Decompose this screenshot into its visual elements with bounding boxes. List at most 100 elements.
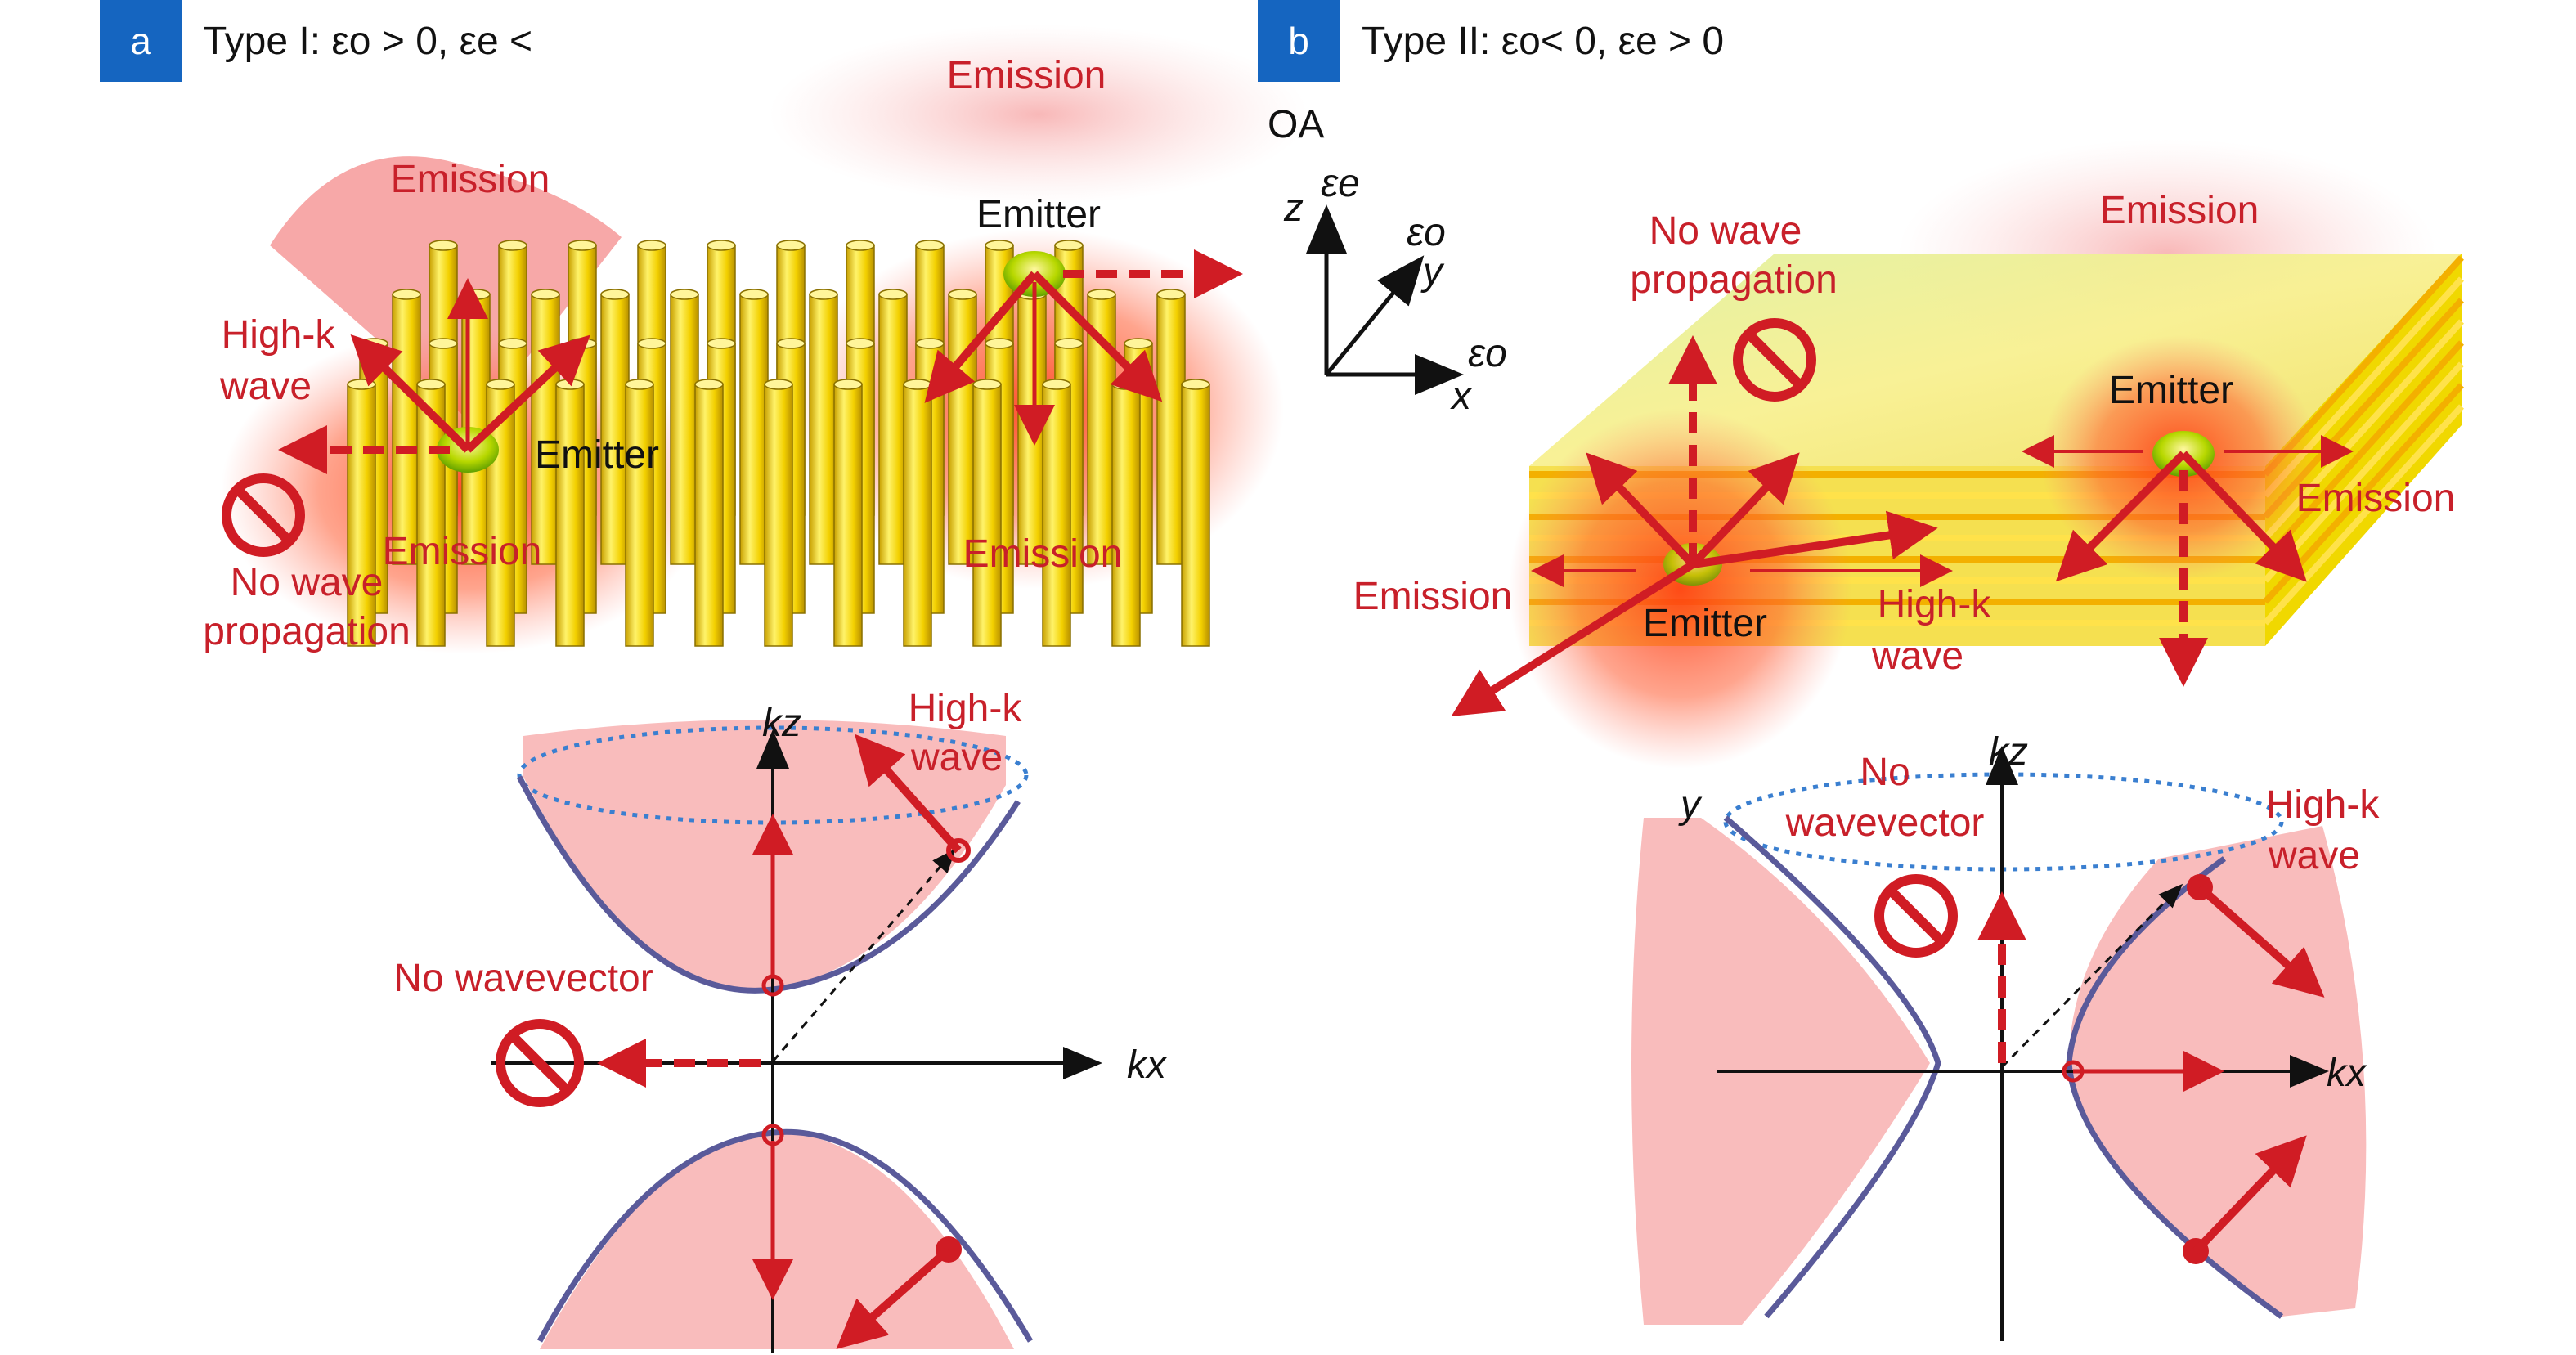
axis-y <box>1325 255 1425 376</box>
graph-b-high-k: High-k <box>2266 783 2381 827</box>
nanorod-cap <box>972 379 1002 390</box>
nanorod-cap <box>776 338 806 349</box>
nanorod-cap <box>392 289 421 300</box>
nanorod-cap <box>846 338 875 349</box>
graph-b-no: No <box>1860 751 1910 794</box>
label-z: z <box>1283 186 1304 230</box>
panel-b-badge-label: b <box>1288 20 1309 62</box>
label-emitter-right: Emitter <box>976 193 1101 236</box>
label-b-high-k: High-k <box>1878 583 1992 626</box>
label-b-emission-top: Emission <box>2100 189 2260 232</box>
wavevector-dashed-b <box>2000 883 2183 1069</box>
label-emission-inner-left: Emission <box>383 530 542 573</box>
nanorod <box>392 294 421 565</box>
nanorod-cap <box>625 379 654 390</box>
label-wave: wave <box>219 365 312 408</box>
label-b-emitter-right: Emitter <box>2109 369 2233 412</box>
nanorod <box>1156 294 1186 565</box>
nanorod-array <box>347 240 1210 647</box>
nanorod <box>416 384 446 647</box>
wavevector-dashed <box>771 848 956 1062</box>
panel-a: a Type I: εo > 0, εe < <box>100 0 1308 1353</box>
nanorod-cap <box>1054 240 1084 251</box>
nanorod-cap <box>429 338 458 349</box>
label-no-wave: No wave <box>231 561 384 604</box>
graph-a-high-k: High-k <box>909 687 1023 730</box>
nanorod-cap <box>1054 338 1084 349</box>
nanorod-cap <box>707 240 736 251</box>
nanorod-cap <box>1087 289 1116 300</box>
label-eps-e: εe <box>1321 162 1360 205</box>
nanorod-cap <box>809 289 838 300</box>
arrow-high-k <box>855 734 962 854</box>
nanorod-cap <box>416 379 446 390</box>
label-b-wave: wave <box>1871 635 1963 678</box>
graph-b-kz-label: kz <box>1989 730 2028 774</box>
nanorod-cap <box>637 240 666 251</box>
label-emission-left: Emission <box>391 158 550 201</box>
arrows-a <box>278 249 1243 474</box>
nanorod <box>670 294 699 565</box>
nanorod <box>1111 384 1141 647</box>
nanorod <box>1017 294 1047 565</box>
hyperbola-left <box>1723 815 1941 1319</box>
label-b-emitter-center: Emitter <box>1643 602 1767 645</box>
label-emitter-center: Emitter <box>535 433 659 477</box>
nanorod <box>972 384 1002 647</box>
nanorod-cap <box>846 240 875 251</box>
no-propagation-icon-b <box>1733 318 1816 402</box>
nanorod-cap <box>347 379 376 390</box>
nanorod <box>809 294 838 565</box>
panel-b-title: Type II: εo< 0, εe > 0 <box>1362 20 1724 63</box>
arrow-lower-b <box>2192 1135 2307 1254</box>
label-eps-o-x: εo <box>1468 332 1507 375</box>
label-high-k: High-k <box>222 313 336 357</box>
nanorod-cap <box>568 338 597 349</box>
nanorod-cap <box>739 289 769 300</box>
label-y: y <box>1420 250 1445 294</box>
graph-a-no-wavevector: No wavevector <box>393 957 653 1000</box>
nanorod <box>347 384 376 647</box>
nanorod <box>948 294 977 565</box>
nanorod <box>739 294 769 565</box>
nanorod-cap <box>600 289 630 300</box>
dispersion-graph-b: y kz kx No wavevector High-k wave <box>1631 730 2380 1341</box>
nanorod-cap <box>555 379 585 390</box>
slab-layer-side <box>2263 404 2464 626</box>
graph-b-kx-label: kx <box>2327 1052 2367 1095</box>
no-wavevector-icon-b <box>1874 874 1958 958</box>
nanorod <box>531 294 560 565</box>
nanorod-cap <box>764 379 793 390</box>
nanorod <box>903 384 932 647</box>
label-b-emission-left: Emission <box>1353 575 1513 618</box>
panel-a-title: Type I: εo > 0, εe < <box>203 20 532 63</box>
graph-a-wave: wave <box>910 736 1003 779</box>
nanorod-cap <box>1156 289 1186 300</box>
arrow-high-k-b <box>2197 884 2325 998</box>
nanorod-cap <box>531 289 560 300</box>
graph-a-kz-label: kz <box>762 702 801 745</box>
label-b-emission-right: Emission <box>2296 477 2456 520</box>
graph-b-wave: wave <box>2268 834 2360 877</box>
arrows-b <box>1451 335 2354 716</box>
panel-a-badge-label: a <box>130 20 151 62</box>
nanorod-cap <box>1181 379 1210 390</box>
nanorod <box>600 294 630 565</box>
nanorod <box>1042 384 1071 647</box>
dispersion-graph-a: kz kx High-k wave No wavevector <box>393 687 1168 1353</box>
nanorod-cap <box>429 240 458 251</box>
label-oa: OA <box>1268 103 1324 146</box>
nanorod-cap <box>915 240 945 251</box>
nanorod-cap <box>694 379 724 390</box>
emission-glow-top <box>769 25 1308 204</box>
graph-b-y-label: y <box>1678 783 1703 827</box>
point-upper <box>761 974 784 997</box>
nanorod-cap <box>915 338 945 349</box>
nanorod-cap <box>948 289 977 300</box>
nanorod-cap <box>903 379 932 390</box>
label-propagation: propagation <box>203 610 411 653</box>
label-emission-top: Emission <box>947 54 1106 97</box>
panel-b: b Type II: εo< 0, εe > 0 OA z εe εo y εo… <box>1258 0 2464 1341</box>
nanorod-cap <box>1042 379 1071 390</box>
nanorod-cap <box>359 338 388 349</box>
